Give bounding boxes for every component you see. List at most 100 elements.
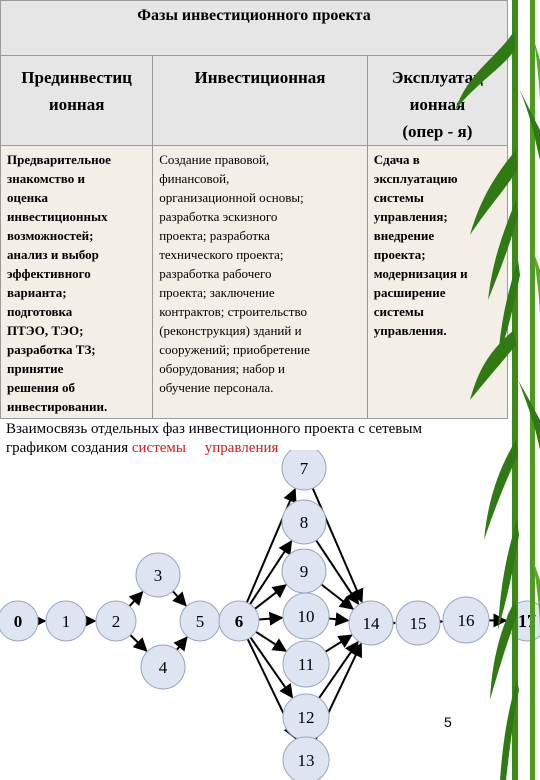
phase-body-line: оценка — [7, 190, 49, 205]
node-label: 10 — [298, 607, 315, 626]
phase-header-line: (опер - я) — [402, 122, 473, 141]
phase-body-line: ПТЭО, ТЭО; — [7, 323, 84, 338]
phase-body-investment: Создание правовой, финансовой, организацио… — [152, 145, 368, 419]
node-circle — [395, 600, 441, 646]
phase-body-line: возможностей; — [7, 228, 94, 243]
caption-highlight: системы управления — [131, 440, 279, 456]
node-14: 14 — [348, 600, 394, 646]
edge-7-14 — [311, 487, 364, 604]
node-circle — [140, 644, 186, 690]
phases-table: Фазы инвестиционного проекта Прединвести… — [0, 0, 509, 419]
edge-6-9 — [254, 584, 287, 610]
node-label: 3 — [154, 566, 163, 585]
phase-body-line: проекта; разработка — [159, 228, 270, 243]
phase-body-line: модернизация и — [373, 266, 468, 281]
node-label: 11 — [298, 655, 314, 674]
node-13: 13 — [282, 736, 330, 780]
node-17: 17 — [506, 600, 540, 642]
node-11: 11 — [282, 640, 330, 688]
phase-body-line: контрактов; строительство — [159, 304, 308, 319]
page-number: 5 — [444, 714, 452, 730]
node-label: 15 — [410, 614, 427, 633]
node-circle — [135, 552, 181, 598]
phase-body-preinvestment: Предварительное знакомство и оценка инвести… — [0, 145, 154, 419]
node-10: 10 — [282, 592, 330, 640]
edge-9-14 — [320, 583, 354, 610]
node-circle — [282, 592, 330, 640]
node-label: 8 — [300, 513, 309, 532]
node-3: 3 — [135, 552, 181, 598]
node-label: 14 — [363, 614, 381, 633]
node-circle — [45, 600, 87, 642]
node-16: 16 — [442, 596, 490, 644]
phase-header-line: ионная — [409, 95, 466, 114]
node-label: 16 — [458, 611, 475, 630]
phase-body-line: подготовка — [7, 304, 73, 319]
phase-body-line: внедрение — [373, 228, 435, 243]
phase-body-line: финансовой, — [159, 171, 230, 186]
node-8: 8 — [281, 499, 327, 545]
node-label: 0 — [14, 612, 23, 631]
edge-6-8 — [249, 540, 293, 605]
phase-header-operational: Эксплуатац ионная (опер - я) — [366, 55, 509, 146]
edge-11-14 — [324, 634, 353, 653]
phase-header-line: Прединвестиц — [21, 68, 132, 87]
node-circle — [0, 600, 39, 642]
edge-2-3 — [128, 590, 144, 607]
phase-body-line: знакомство и — [7, 171, 85, 186]
phase-body-line: Сдача в — [373, 152, 420, 167]
phase-body-line: принятие — [7, 361, 64, 376]
node-circle — [442, 596, 490, 644]
node-circle — [282, 736, 330, 780]
phase-body-line: (реконструкция) зданий и — [159, 323, 302, 338]
phase-body-line: Создание правовой, — [159, 152, 270, 167]
node-circle — [95, 600, 137, 642]
phase-body-line: инвестировании. — [7, 399, 108, 414]
node-6: 6 — [218, 600, 260, 642]
phase-body-line: проекта; заключение — [159, 285, 275, 300]
phase-body-line: Предварительное — [7, 152, 111, 167]
node-circle — [348, 600, 394, 646]
edge-6-11 — [255, 630, 287, 652]
caption-line-1: Взаимосвязь отдельных фаз инвестиционног… — [6, 421, 422, 437]
edge-3-5 — [172, 590, 187, 607]
phase-body-line: проекта; — [373, 247, 426, 262]
edge-4-5 — [173, 636, 188, 652]
phase-body-line: разработка эскизного — [159, 209, 278, 224]
phase-body-line: инвестиционных — [7, 209, 108, 224]
edge-2-4 — [129, 634, 148, 652]
phase-body-line: системы — [373, 190, 424, 205]
phase-header-preinvestment: Прединвестиц ионная — [0, 55, 154, 146]
node-circle — [281, 499, 327, 545]
phase-header-line: ионная — [48, 95, 105, 114]
phase-body-line: организационной основы; — [159, 190, 304, 205]
phase-header-line: Инвестиционная — [194, 68, 326, 87]
node-label: 9 — [300, 562, 309, 581]
phase-body-line: оборудования; набор и — [159, 361, 285, 376]
node-12: 12 — [282, 693, 330, 741]
phase-body-line: управления. — [373, 323, 447, 338]
node-5: 5 — [179, 600, 221, 642]
node-4: 4 — [140, 644, 186, 690]
node-label: 6 — [235, 612, 244, 631]
phase-header-line: Эксплуатац — [391, 68, 483, 87]
phase-body-line: технического проекта; — [159, 247, 284, 262]
edge-6-12 — [249, 636, 294, 699]
node-label: 1 — [62, 612, 71, 631]
node-circle — [282, 640, 330, 688]
table-title: Фазы инвестиционного проекта — [137, 7, 371, 24]
phase-header-investment: Инвестиционная — [152, 55, 368, 146]
phase-body-line: анализ и выбор — [7, 247, 99, 262]
phase-body-line: обучение персонала. — [159, 380, 274, 395]
node-label: 5 — [196, 612, 205, 631]
edge-10-14 — [328, 612, 350, 627]
node-label: 2 — [112, 612, 121, 631]
node-label: 13 — [298, 751, 315, 770]
phase-body-line: управления; — [373, 209, 448, 224]
phase-body-line: разработка ТЗ; — [7, 342, 96, 357]
edge-6-10 — [258, 611, 284, 626]
phase-body-line: эффективного — [7, 266, 91, 281]
node-label: 7 — [300, 459, 309, 478]
phase-body-line: сооружений; приобретение — [159, 342, 310, 357]
